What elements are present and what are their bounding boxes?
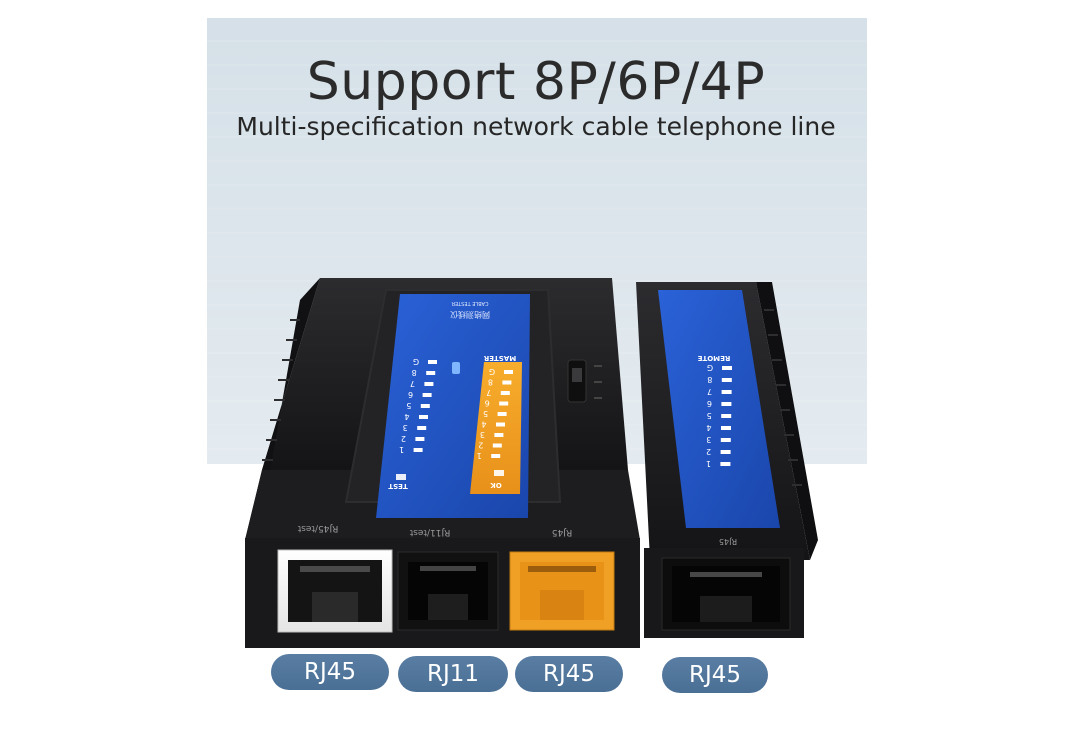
- remote-unit: REMOTE G 8 7 6 5 4 3 2 1 RJ45: [636, 282, 818, 638]
- port-label-rj45-1: RJ45: [271, 654, 389, 690]
- master-side-ribs: [262, 319, 300, 461]
- master-right-led-6: [494, 433, 504, 437]
- master-right-pin-label-3: 6: [485, 399, 490, 408]
- master-left-pin-label-7: 2: [401, 434, 406, 443]
- port-caption-4: RJ45: [719, 537, 737, 546]
- master-left-led-6: [417, 426, 427, 430]
- remote-led-4: [721, 414, 732, 418]
- master-mode-label: MASTER: [483, 354, 516, 362]
- master-left-pin-label-6: 3: [403, 423, 408, 432]
- master-right-pin-label-7: 2: [478, 441, 483, 450]
- remote-led-0: [722, 366, 732, 370]
- master-right-pin-label-4: 5: [483, 409, 488, 418]
- master-left-led-1: [426, 371, 436, 375]
- remote-pin-label-4: 5: [707, 411, 712, 420]
- remote-pin-label-1: 8: [707, 375, 712, 384]
- master-left-led-5: [419, 415, 428, 419]
- master-brand-cn: 网络测线仪: [450, 310, 490, 320]
- master-left-led-column: G 8 7 6 5 4 3 2 1: [399, 357, 437, 454]
- master-test-label: TEST: [388, 482, 408, 490]
- master-right-led-0: [504, 370, 513, 374]
- remote-blue-panel: [658, 290, 780, 528]
- port-caption-3: RJ45: [552, 527, 572, 537]
- master-right-pin-label-0: G: [489, 367, 495, 376]
- remote-led-5: [721, 426, 731, 430]
- master-left-pin-label-8: 1: [399, 445, 404, 454]
- master-ok-label: OK: [490, 481, 502, 489]
- master-right-led-3: [499, 401, 509, 406]
- master-right-led-1: [502, 380, 512, 385]
- remote-led-2: [721, 390, 732, 394]
- master-ok-led: [494, 470, 504, 476]
- remote-pin-label-7: 2: [706, 447, 711, 456]
- remote-pin-label-2: 7: [707, 387, 712, 396]
- headline: Support 8P/6P/4P: [306, 52, 766, 112]
- port-rj45-white: [277, 549, 393, 633]
- remote-pin-label-6: 3: [706, 435, 711, 444]
- remote-mode-label: REMOTE: [697, 354, 730, 362]
- port-rj45-orange: [509, 551, 615, 631]
- master-left-led-8: [413, 448, 423, 452]
- remote-led-7: [720, 450, 731, 454]
- remote-led-1: [721, 378, 732, 382]
- port-rj45-remote: [661, 557, 791, 631]
- remote-side-ribs: [764, 309, 802, 486]
- master-left-led-7: [415, 437, 425, 441]
- port-rj11-black: [397, 551, 499, 631]
- master-right-led-4: [497, 412, 507, 416]
- remote-pin-label-8: 1: [706, 459, 711, 468]
- master-test-led: [396, 474, 406, 480]
- port-label-rj11: RJ11: [398, 656, 508, 692]
- master-left-pin-label-0: G: [413, 357, 419, 366]
- port-label-rj45-remote: RJ45: [662, 657, 768, 693]
- master-right-pin-label-1: 8: [488, 378, 493, 387]
- master-unit: 网络测线仪 CABLE TESTER MASTER TEST OK G87654…: [245, 278, 640, 648]
- master-left-pin-label-1: 8: [412, 368, 417, 377]
- remote-pin-label-0: G: [707, 363, 713, 372]
- master-right-pin-label-6: 3: [480, 430, 485, 439]
- master-right-pin-label-8: 1: [477, 451, 482, 460]
- master-left-pin-label-4: 5: [406, 401, 411, 410]
- master-brand-en: CABLE TESTER: [451, 300, 488, 306]
- master-left-pin-label-2: 7: [410, 379, 415, 388]
- master-right-led-2: [500, 391, 510, 395]
- port-label-rj45-2: RJ45: [515, 656, 623, 692]
- remote-right-side: [756, 282, 818, 560]
- remote-led-8: [720, 462, 731, 466]
- port-caption-1: RJ45/test: [297, 523, 338, 533]
- master-left-pin-label-5: 4: [404, 412, 409, 421]
- remote-led-column: G 8 7 6 5 4 3 2 1: [706, 363, 732, 468]
- master-left-led-4: [420, 404, 430, 408]
- master-right-led-column: G 87 65 43 21: [477, 367, 513, 460]
- master-right-pin-label-5: 4: [481, 420, 486, 429]
- remote-pin-label-3: 6: [707, 399, 712, 408]
- master-left-pin-label-3: 6: [408, 390, 413, 399]
- remote-led-3: [721, 402, 732, 406]
- master-power-indicator: [452, 362, 460, 374]
- master-left-led-0: [428, 360, 437, 364]
- port-caption-2: RJ11/test: [409, 527, 450, 537]
- remote-pin-label-5: 4: [706, 423, 711, 432]
- remote-led-6: [720, 438, 731, 442]
- master-right-led-5: [496, 422, 505, 427]
- master-left-led-3: [422, 393, 432, 397]
- master-right-led-7: [492, 443, 502, 448]
- master-right-led-8: [491, 454, 501, 458]
- master-switch-knob: [572, 368, 582, 382]
- master-right-pin-label-2: 7: [486, 388, 491, 397]
- subline: Multi-specification network cable teleph…: [236, 112, 836, 141]
- master-left-led-2: [424, 382, 434, 386]
